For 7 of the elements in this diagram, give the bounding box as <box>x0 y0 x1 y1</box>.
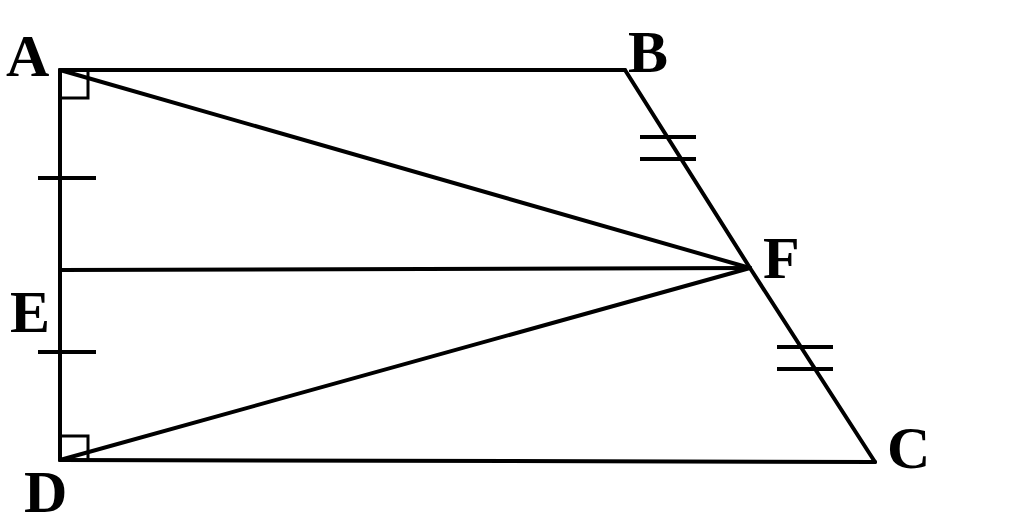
point-label: A <box>6 26 50 86</box>
point-label: C <box>887 418 931 478</box>
point-label: F <box>763 228 800 288</box>
point-label: B <box>628 22 669 82</box>
point-label: E <box>10 282 51 342</box>
point-label: D <box>24 462 68 520</box>
line-segment <box>58 266 752 462</box>
